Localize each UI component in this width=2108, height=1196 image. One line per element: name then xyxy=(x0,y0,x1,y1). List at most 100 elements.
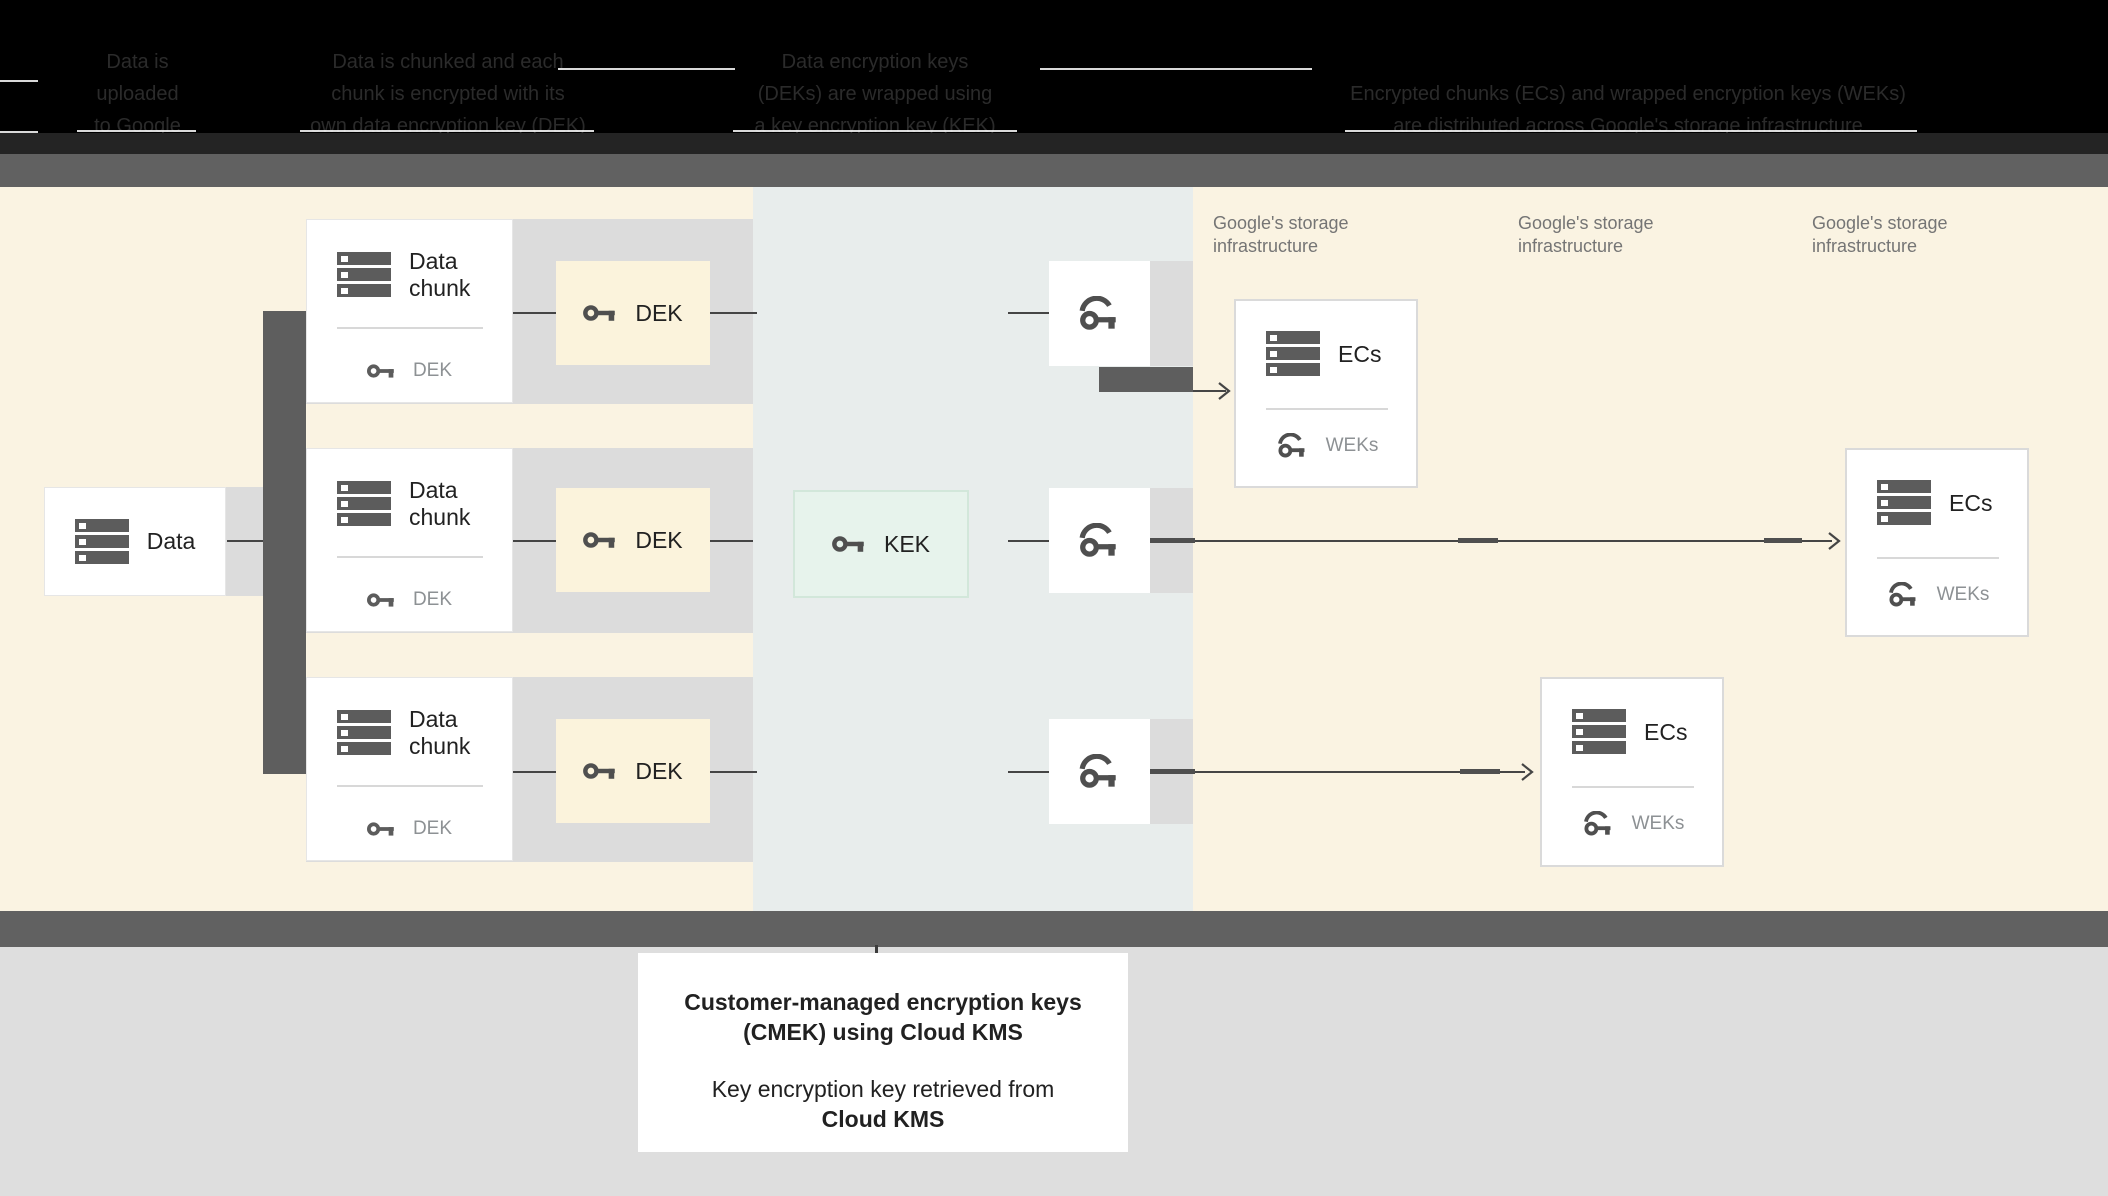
caption-box: Customer-managed encryption keys (CMEK) … xyxy=(638,953,1128,1152)
connector xyxy=(1008,771,1049,773)
connector xyxy=(513,540,556,542)
key-icon xyxy=(366,593,394,607)
data-box-label: Data xyxy=(146,528,196,554)
hairline xyxy=(300,130,594,132)
ecs-box: ECs WEKs xyxy=(1234,299,1418,488)
header-step-1-line: Data is xyxy=(106,51,169,73)
arrowhead-icon xyxy=(1521,763,1534,781)
data-chunk-card: Data chunk DEK xyxy=(306,219,513,403)
dek-box: DEK xyxy=(556,488,710,592)
key-icon xyxy=(832,536,864,552)
header-step-2-line: chunk is encrypted with its xyxy=(331,83,565,105)
ecs-title: ECs xyxy=(1644,718,1688,745)
divider xyxy=(1572,786,1694,788)
database-icon xyxy=(1572,709,1626,754)
arrow-thick-seg xyxy=(1460,769,1500,774)
kek-box: KEK xyxy=(793,490,969,598)
caption-line: (CMEK) using Cloud KMS xyxy=(743,1019,1023,1045)
separator-band-bottom xyxy=(0,911,2108,947)
caption-line: Cloud KMS xyxy=(821,1106,945,1132)
hairline xyxy=(1040,68,1312,70)
data-chunk-card: Data chunk DEK xyxy=(306,448,513,632)
chunk-title: Data chunk xyxy=(409,706,471,759)
database-icon xyxy=(1266,331,1320,376)
header-step-3-line: Data encryption keys xyxy=(781,51,969,73)
kms-key-node xyxy=(1049,488,1150,593)
key-icon xyxy=(583,305,616,321)
data-box: Data xyxy=(44,487,226,596)
chunk-split-bar xyxy=(263,311,306,774)
caption-line: Key encryption key retrieved from xyxy=(711,1076,1055,1102)
header-step-2-line: Data is chunked and each xyxy=(332,51,564,73)
separator-band-top xyxy=(0,154,2108,187)
storage-label: Google's storage infrastructure xyxy=(1518,213,1654,256)
divider xyxy=(337,785,483,787)
arrowhead-icon xyxy=(1828,532,1841,550)
dek-box: DEK xyxy=(556,261,710,365)
wrapped-key-bar xyxy=(1099,367,1193,392)
arrowhead-icon xyxy=(1218,382,1231,400)
header-step-2: Data is chunked and each chunk is encryp… xyxy=(278,46,618,142)
ecs-title: ECs xyxy=(1338,340,1382,367)
connector xyxy=(513,771,556,773)
hairline xyxy=(0,80,38,82)
hairline xyxy=(1345,130,1917,132)
kms-key-node xyxy=(1049,261,1150,366)
connector xyxy=(513,312,556,314)
connector xyxy=(227,540,263,542)
header-step-3-line: (DEKs) are wrapped using xyxy=(757,83,993,105)
arrow-thick-seg xyxy=(1150,538,1195,543)
weks-label: WEKs xyxy=(1936,584,1990,605)
dek-label: DEK xyxy=(635,526,683,553)
database-icon xyxy=(337,252,391,297)
ecs-box: ECs WEKs xyxy=(1845,448,2029,637)
data-chunk-card: Data chunk DEK xyxy=(306,677,513,861)
kms-key-node xyxy=(1049,719,1150,824)
keynode-plate xyxy=(1150,261,1193,366)
divider xyxy=(337,556,483,558)
hairline xyxy=(558,68,735,70)
key-icon xyxy=(366,822,394,836)
arrow-line-row3 xyxy=(1150,771,1525,773)
chunk-key-label: DEK xyxy=(412,360,453,381)
connector xyxy=(710,771,757,773)
key-icon xyxy=(583,763,616,779)
header-step-1-line: uploaded xyxy=(96,83,179,105)
hairline xyxy=(733,130,1017,132)
arrow-line-row1 xyxy=(1193,390,1226,392)
dek-box: DEK xyxy=(556,719,710,823)
hairline xyxy=(77,130,196,132)
divider xyxy=(1266,408,1388,410)
weks-label: WEKs xyxy=(1631,813,1685,834)
key-icon xyxy=(366,364,394,378)
connector xyxy=(1008,312,1049,314)
header-strip: Data is uploaded to Google Data is chunk… xyxy=(0,0,2108,137)
database-icon xyxy=(74,518,129,564)
kms-key-icon xyxy=(1583,811,1611,836)
storage-label: Google's storage infrastructure xyxy=(1213,213,1349,256)
chunk-key-label: DEK xyxy=(412,589,453,610)
arrow-thick-seg xyxy=(1150,769,1195,774)
header-substrip xyxy=(0,133,2108,154)
hairline xyxy=(0,131,38,133)
database-icon xyxy=(337,710,391,755)
key-icon xyxy=(583,532,616,548)
kms-key-icon xyxy=(1277,433,1305,458)
caption-connector-tick xyxy=(875,945,878,956)
weks-label: WEKs xyxy=(1325,435,1379,456)
connector xyxy=(710,540,753,542)
database-icon xyxy=(337,481,391,526)
divider xyxy=(337,327,483,329)
caption-line: Customer-managed encryption keys xyxy=(684,989,1082,1015)
kms-key-icon xyxy=(1079,753,1116,788)
dek-label: DEK xyxy=(635,299,683,326)
database-icon xyxy=(1877,480,1931,525)
header-step-3: Data encryption keys (DEKs) are wrapped … xyxy=(705,46,1045,142)
ecs-box: ECs WEKs xyxy=(1540,677,1724,867)
chunk-key-label: DEK xyxy=(412,818,453,839)
kms-key-icon xyxy=(1079,295,1116,330)
arrow-thick-seg xyxy=(1458,538,1498,543)
header-step-4-line: Encrypted chunks (ECs) and wrapped encry… xyxy=(1350,83,1906,105)
chunk-title: Data chunk xyxy=(409,477,471,530)
